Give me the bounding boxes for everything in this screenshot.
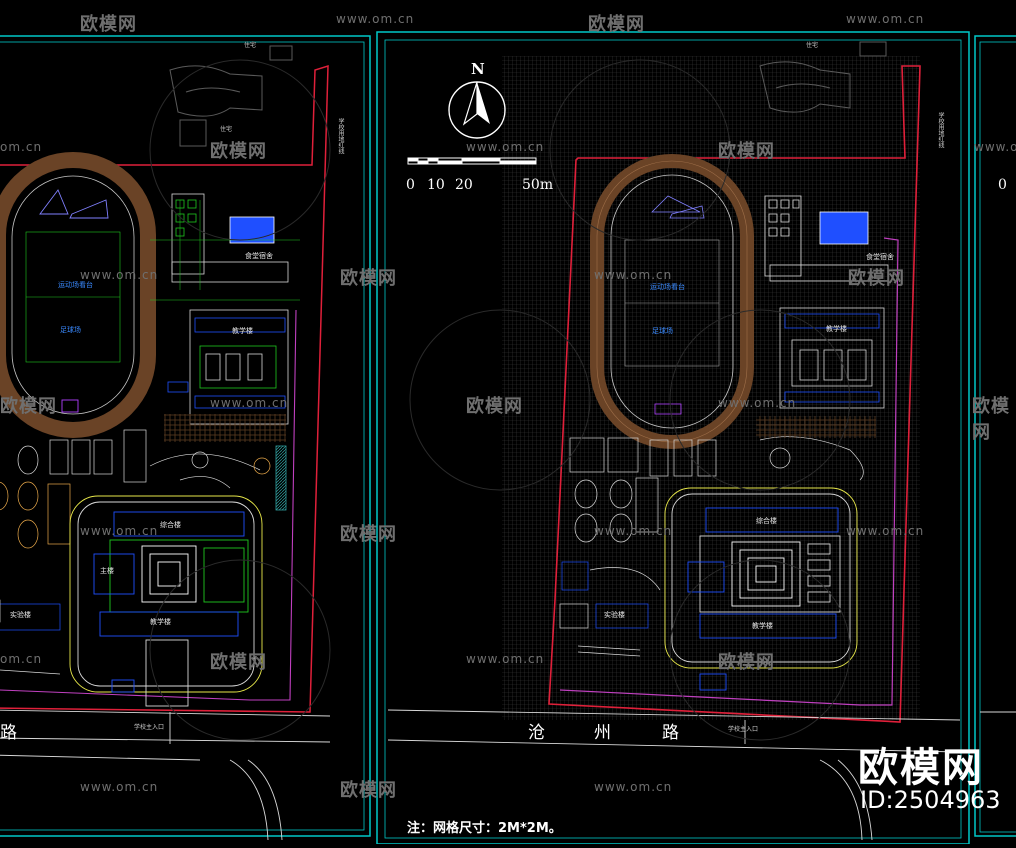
- road-name-char-3: 路: [662, 723, 681, 743]
- building-label-center-4: 教学楼: [752, 622, 773, 630]
- green-grid-left: [150, 200, 300, 301]
- watermark-brand-10: 欧模网: [340, 524, 397, 545]
- watermark-brand-13: 欧模网: [340, 780, 397, 801]
- field-label-left-2: 足球场: [60, 326, 81, 334]
- building-label-center-3: 综合楼: [756, 517, 777, 525]
- courts-center: [559, 437, 717, 657]
- watermark-brand-3: 欧模网: [210, 141, 267, 162]
- watermark-brand-12: 欧模网: [718, 652, 775, 673]
- building-label-center-1: 食堂宿舍: [866, 253, 894, 261]
- courts-left: [0, 429, 147, 675]
- grid-note: 注：网格尺寸：2M*2M。: [407, 821, 562, 836]
- top-label-center: 住宅: [806, 42, 819, 49]
- brand-logo-text: 欧模网: [858, 745, 984, 791]
- scale-tick-20: 20: [455, 177, 473, 193]
- model-id: ID:2504963: [860, 786, 1001, 814]
- main-entrance-center: 学校主入口: [728, 726, 759, 733]
- watermark-brand-11: 欧模网: [210, 652, 267, 673]
- north-arrow: [448, 81, 506, 139]
- watermark-brand-1: 欧模网: [80, 14, 137, 35]
- watermark-brand-6: 欧模网: [848, 268, 905, 289]
- residential-top-left: [169, 45, 293, 147]
- building-label-left-1: 食堂宿舍: [245, 252, 273, 260]
- buildings-upper-left: [164, 193, 289, 511]
- field-label-left-1: 运动场看台: [58, 281, 93, 289]
- watermark-url-8: www.om.cn: [210, 396, 289, 410]
- watermark-url-10: www.om.cn: [80, 524, 159, 538]
- building-label-left-3: 综合楼: [160, 521, 181, 529]
- top-label-left: 住宅: [244, 42, 257, 49]
- left-plan: [0, 41, 887, 841]
- building-label-left-5: 实验楼: [10, 611, 31, 619]
- watermark-url-3: om.cn: [0, 140, 43, 154]
- main-road-center: [387, 709, 961, 841]
- watermark-url-4: www.om.cn: [466, 140, 545, 154]
- main-entrance-left: 学校主入口: [134, 724, 165, 731]
- building-label-left-2: 教学楼: [232, 327, 253, 335]
- road-edge-center: [559, 237, 899, 706]
- road-name-char-2: 州: [594, 723, 613, 743]
- building-label-center-2: 教学楼: [826, 325, 847, 333]
- road-name-left: 路: [0, 723, 19, 743]
- watermark-url-11: www.om.cn: [594, 524, 673, 538]
- building-label-center-5: 实验楼: [604, 611, 625, 619]
- road-name-char-1: 沧: [528, 723, 547, 743]
- watermark-url-16: www.om.cn: [594, 780, 673, 794]
- watermark-url-7: www.om.cn: [594, 268, 673, 282]
- watermark-url-6: www.om.cn: [80, 268, 159, 282]
- watermark-brand-5: 欧模网: [340, 268, 397, 289]
- scale-tick-0-right: 0: [998, 177, 1007, 193]
- main-road-left: [0, 709, 331, 841]
- north-label: N: [471, 60, 485, 78]
- watermark-brand-9: 欧模网: [972, 396, 1010, 443]
- watermark-url-2: www.om.cn: [846, 12, 925, 26]
- main-building-center: [664, 487, 858, 691]
- watermark-url-12: www.om.cn: [846, 524, 925, 538]
- watermark-brand-7: 欧模网: [0, 396, 57, 417]
- side-label-left: 学校用地红线: [337, 118, 344, 154]
- watermark-url-13: om.cn: [0, 652, 43, 666]
- watermark-rings: [149, 59, 851, 741]
- side-label-center: 学校用地红线: [937, 112, 944, 148]
- watermark-url-14: www.om.cn: [466, 652, 545, 666]
- watermark-brand-4: 欧模网: [718, 141, 775, 162]
- main-building-left: [69, 495, 263, 707]
- building-label-left-6: 主楼: [100, 567, 114, 575]
- garden-paths-center: [589, 416, 876, 591]
- watermark-url-9: www.om.cn: [718, 396, 797, 410]
- residential-label-left: 住宅: [220, 126, 233, 133]
- watermark-url-1: www.om.cn: [336, 12, 415, 26]
- running-track-center: [590, 154, 754, 449]
- center-plan: [387, 56, 961, 841]
- field-label-center-2: 足球场: [652, 327, 673, 335]
- watermark-brand-8: 欧模网: [466, 396, 523, 417]
- watermark-brand-2: 欧模网: [588, 14, 645, 35]
- road-edge-left: [0, 309, 297, 701]
- field-label-center-1: 运动场看台: [650, 283, 685, 291]
- site-boundary-left: [0, 64, 329, 713]
- garden-left: [149, 451, 271, 489]
- running-track-left: [0, 152, 156, 438]
- building-label-left-4: 教学楼: [150, 618, 171, 626]
- scale-tick-0: 0: [406, 177, 415, 193]
- watermark-url-5: www.om.cn: [974, 140, 1016, 154]
- scale-tick-50m: 50m: [522, 177, 554, 193]
- residential-top-center: [759, 41, 887, 113]
- watermark-url-15: www.om.cn: [80, 780, 159, 794]
- scale-tick-10: 10: [427, 177, 445, 193]
- scale-bar: [407, 157, 537, 165]
- site-boundary-center: [548, 65, 921, 723]
- buildings-upper-right-center: [764, 195, 889, 409]
